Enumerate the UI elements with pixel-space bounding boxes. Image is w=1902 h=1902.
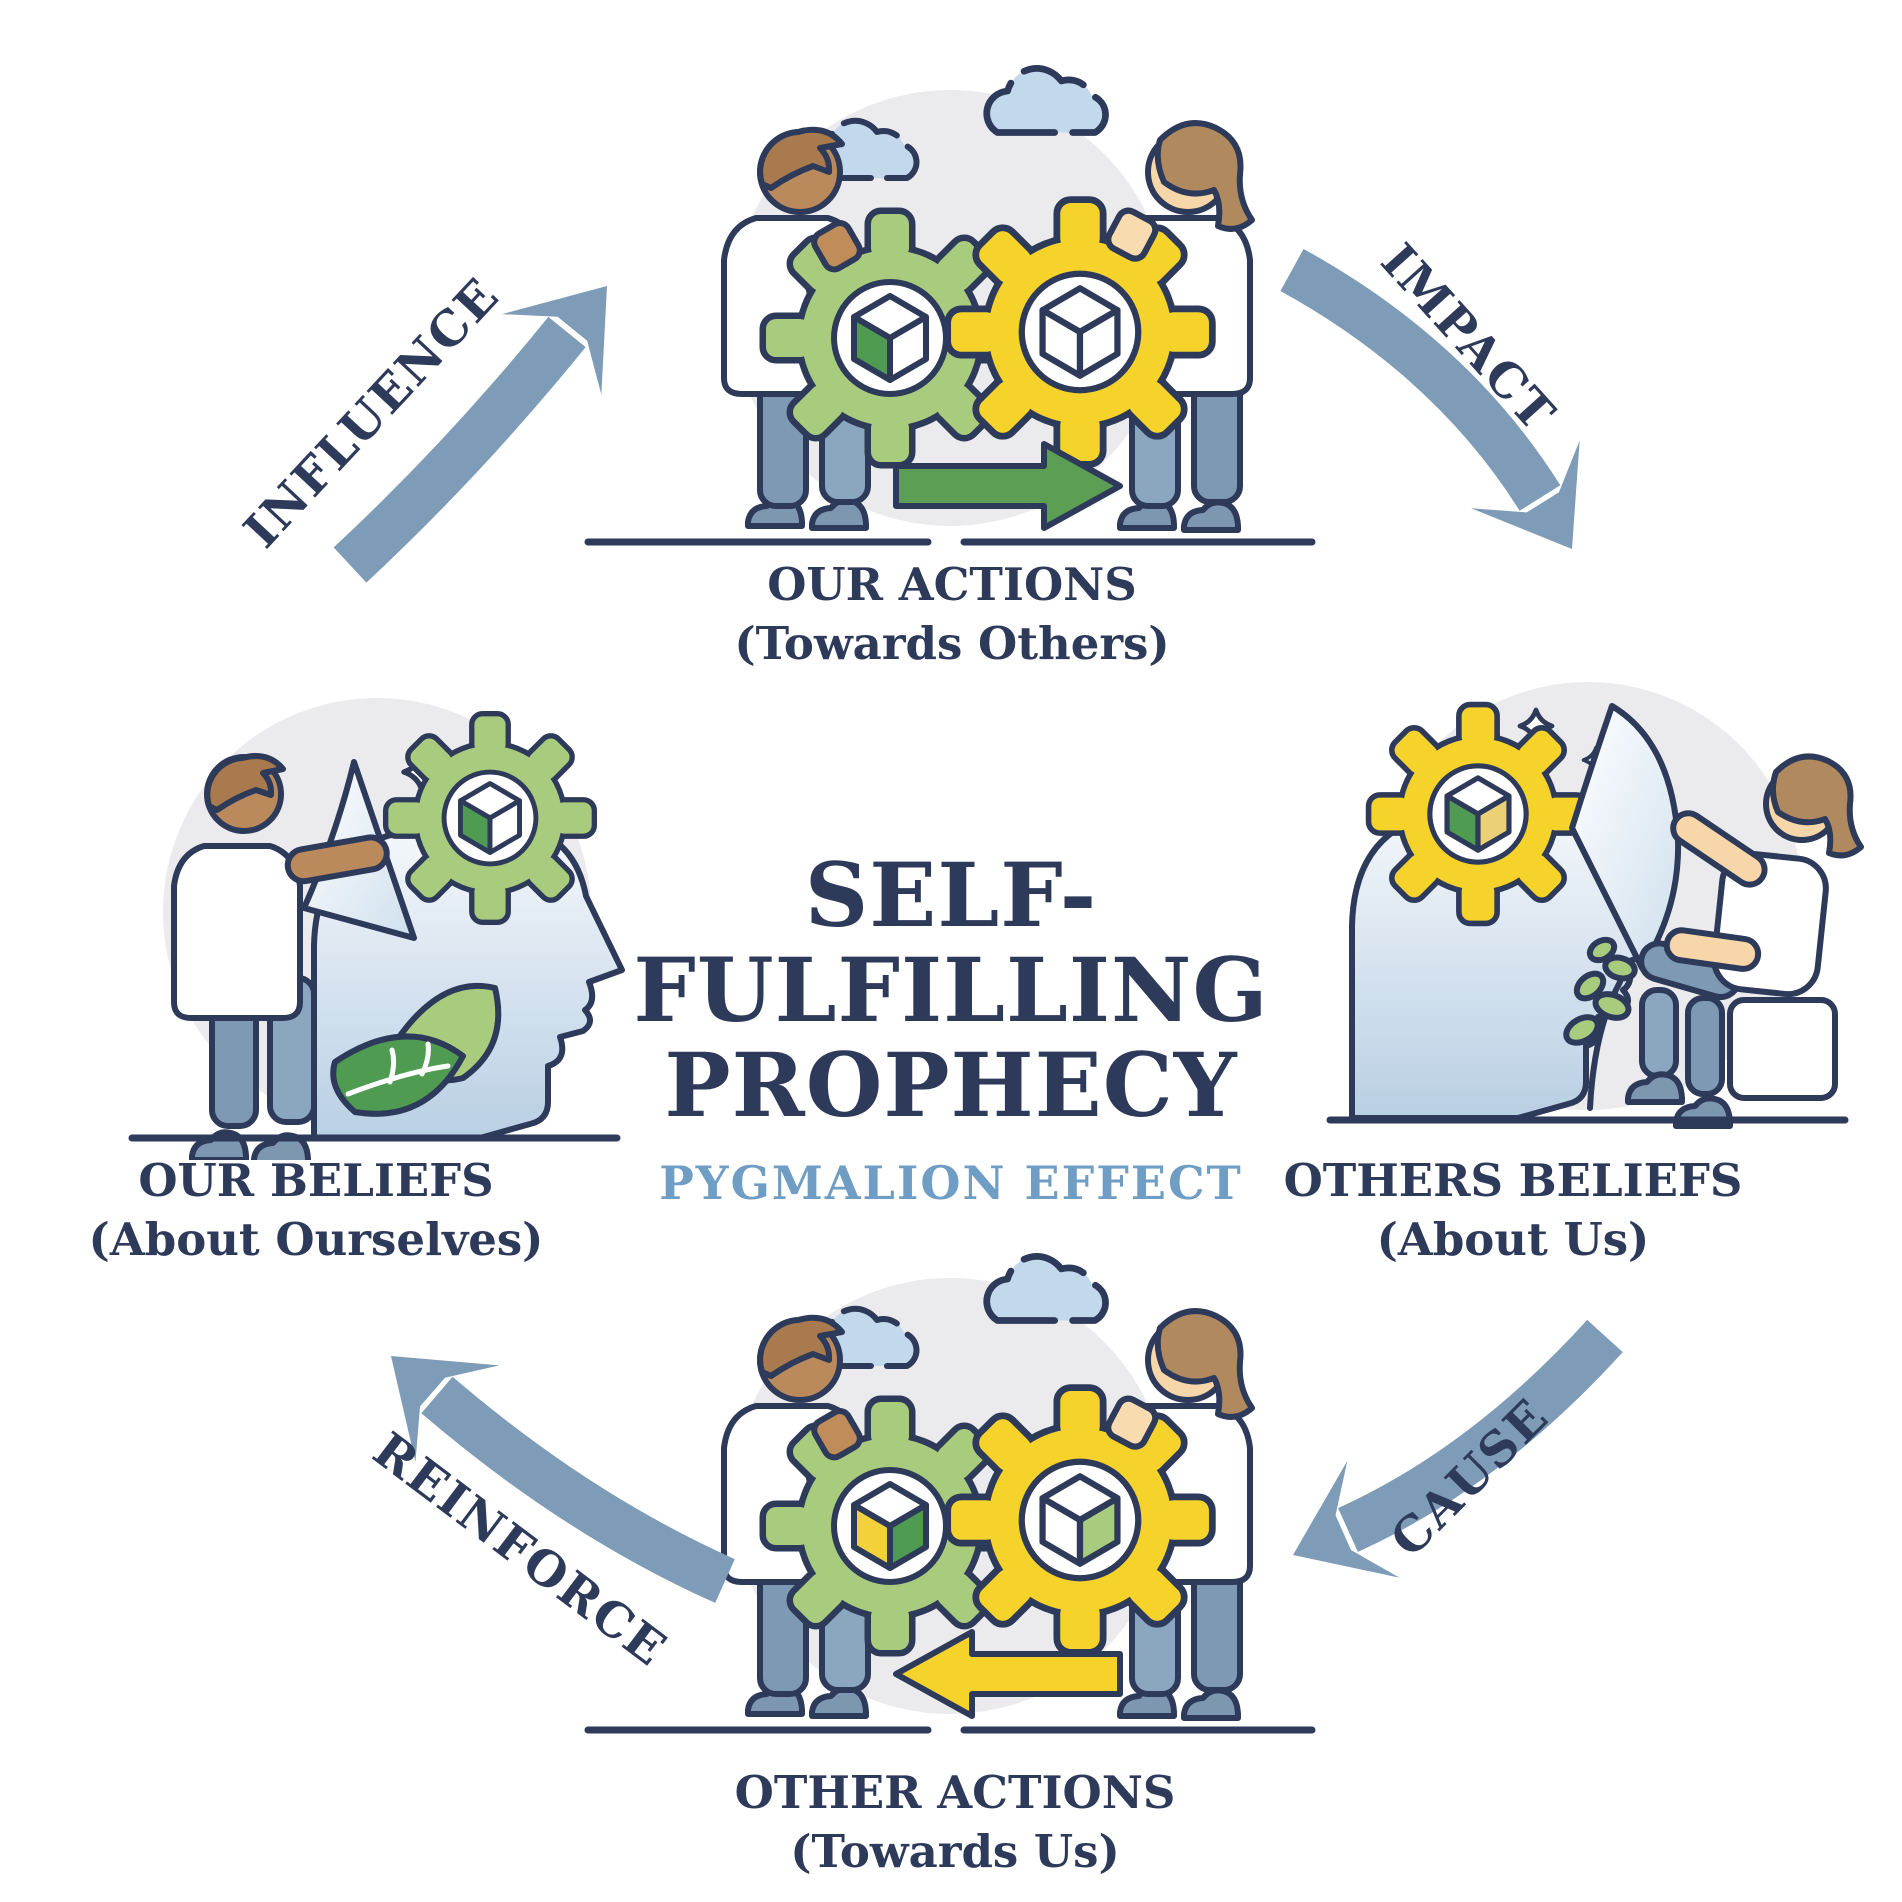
title-line: PROPHECY	[664, 1033, 1238, 1138]
title-line: FULFILLING	[633, 938, 1269, 1043]
direction-arrow-icon	[893, 441, 1123, 531]
scene-our-actions	[584, 60, 1316, 546]
leaf-icon	[330, 1033, 466, 1117]
stage-label-others-beliefs: OTHERS BELIEFS (About Us)	[1284, 1152, 1743, 1269]
stage-label-our-actions: OUR ACTIONS (Towards Others)	[734, 556, 1169, 673]
stage-subtitle: (About Ourselves)	[88, 1212, 544, 1266]
stage-subtitle: (About Us)	[1376, 1212, 1650, 1266]
impact-curved-arrow-icon	[1280, 248, 1627, 583]
gear-green	[388, 716, 591, 919]
reinforce-curved-arrow-icon	[349, 1307, 735, 1603]
plant-icon	[1563, 936, 1638, 1111]
stage-subtitle: (Towards Us)	[790, 1824, 1120, 1878]
sail-icon	[1569, 703, 1682, 971]
stage-title: OUR ACTIONS	[767, 558, 1137, 611]
stage-title: OUR BELIEFS	[138, 1154, 494, 1207]
stage-title: OTHER ACTIONS	[734, 1766, 1176, 1819]
stage-title: OTHERS BELIEFS	[1283, 1154, 1743, 1207]
stage-subtitle: (Towards Others)	[734, 616, 1170, 670]
diagram-subtitle: PYGMALION EFFECT	[659, 1156, 1243, 1211]
stage-label-other-actions: OTHER ACTIONS (Towards Us)	[735, 1764, 1176, 1881]
diagram-title: SELF- FULFILLING PROPHECY PYGMALION EFFE…	[571, 843, 1331, 1211]
stage-label-our-beliefs: OUR BELIEFS (About Ourselves)	[89, 1152, 544, 1269]
cube-seat	[1727, 997, 1838, 1101]
person-icon	[1628, 753, 1864, 1126]
scene-other-actions	[584, 1248, 1316, 1734]
influence-curved-arrow-icon	[333, 245, 657, 583]
cause-curved-arrow-icon	[1266, 1319, 1623, 1614]
person-icon	[171, 753, 390, 1160]
direction-arrow-icon	[893, 1629, 1123, 1719]
scene-our-beliefs	[128, 698, 625, 1160]
title-line: SELF-	[804, 843, 1098, 947]
gear-yellow	[1371, 707, 1584, 920]
scene-others-beliefs	[1326, 682, 1864, 1148]
